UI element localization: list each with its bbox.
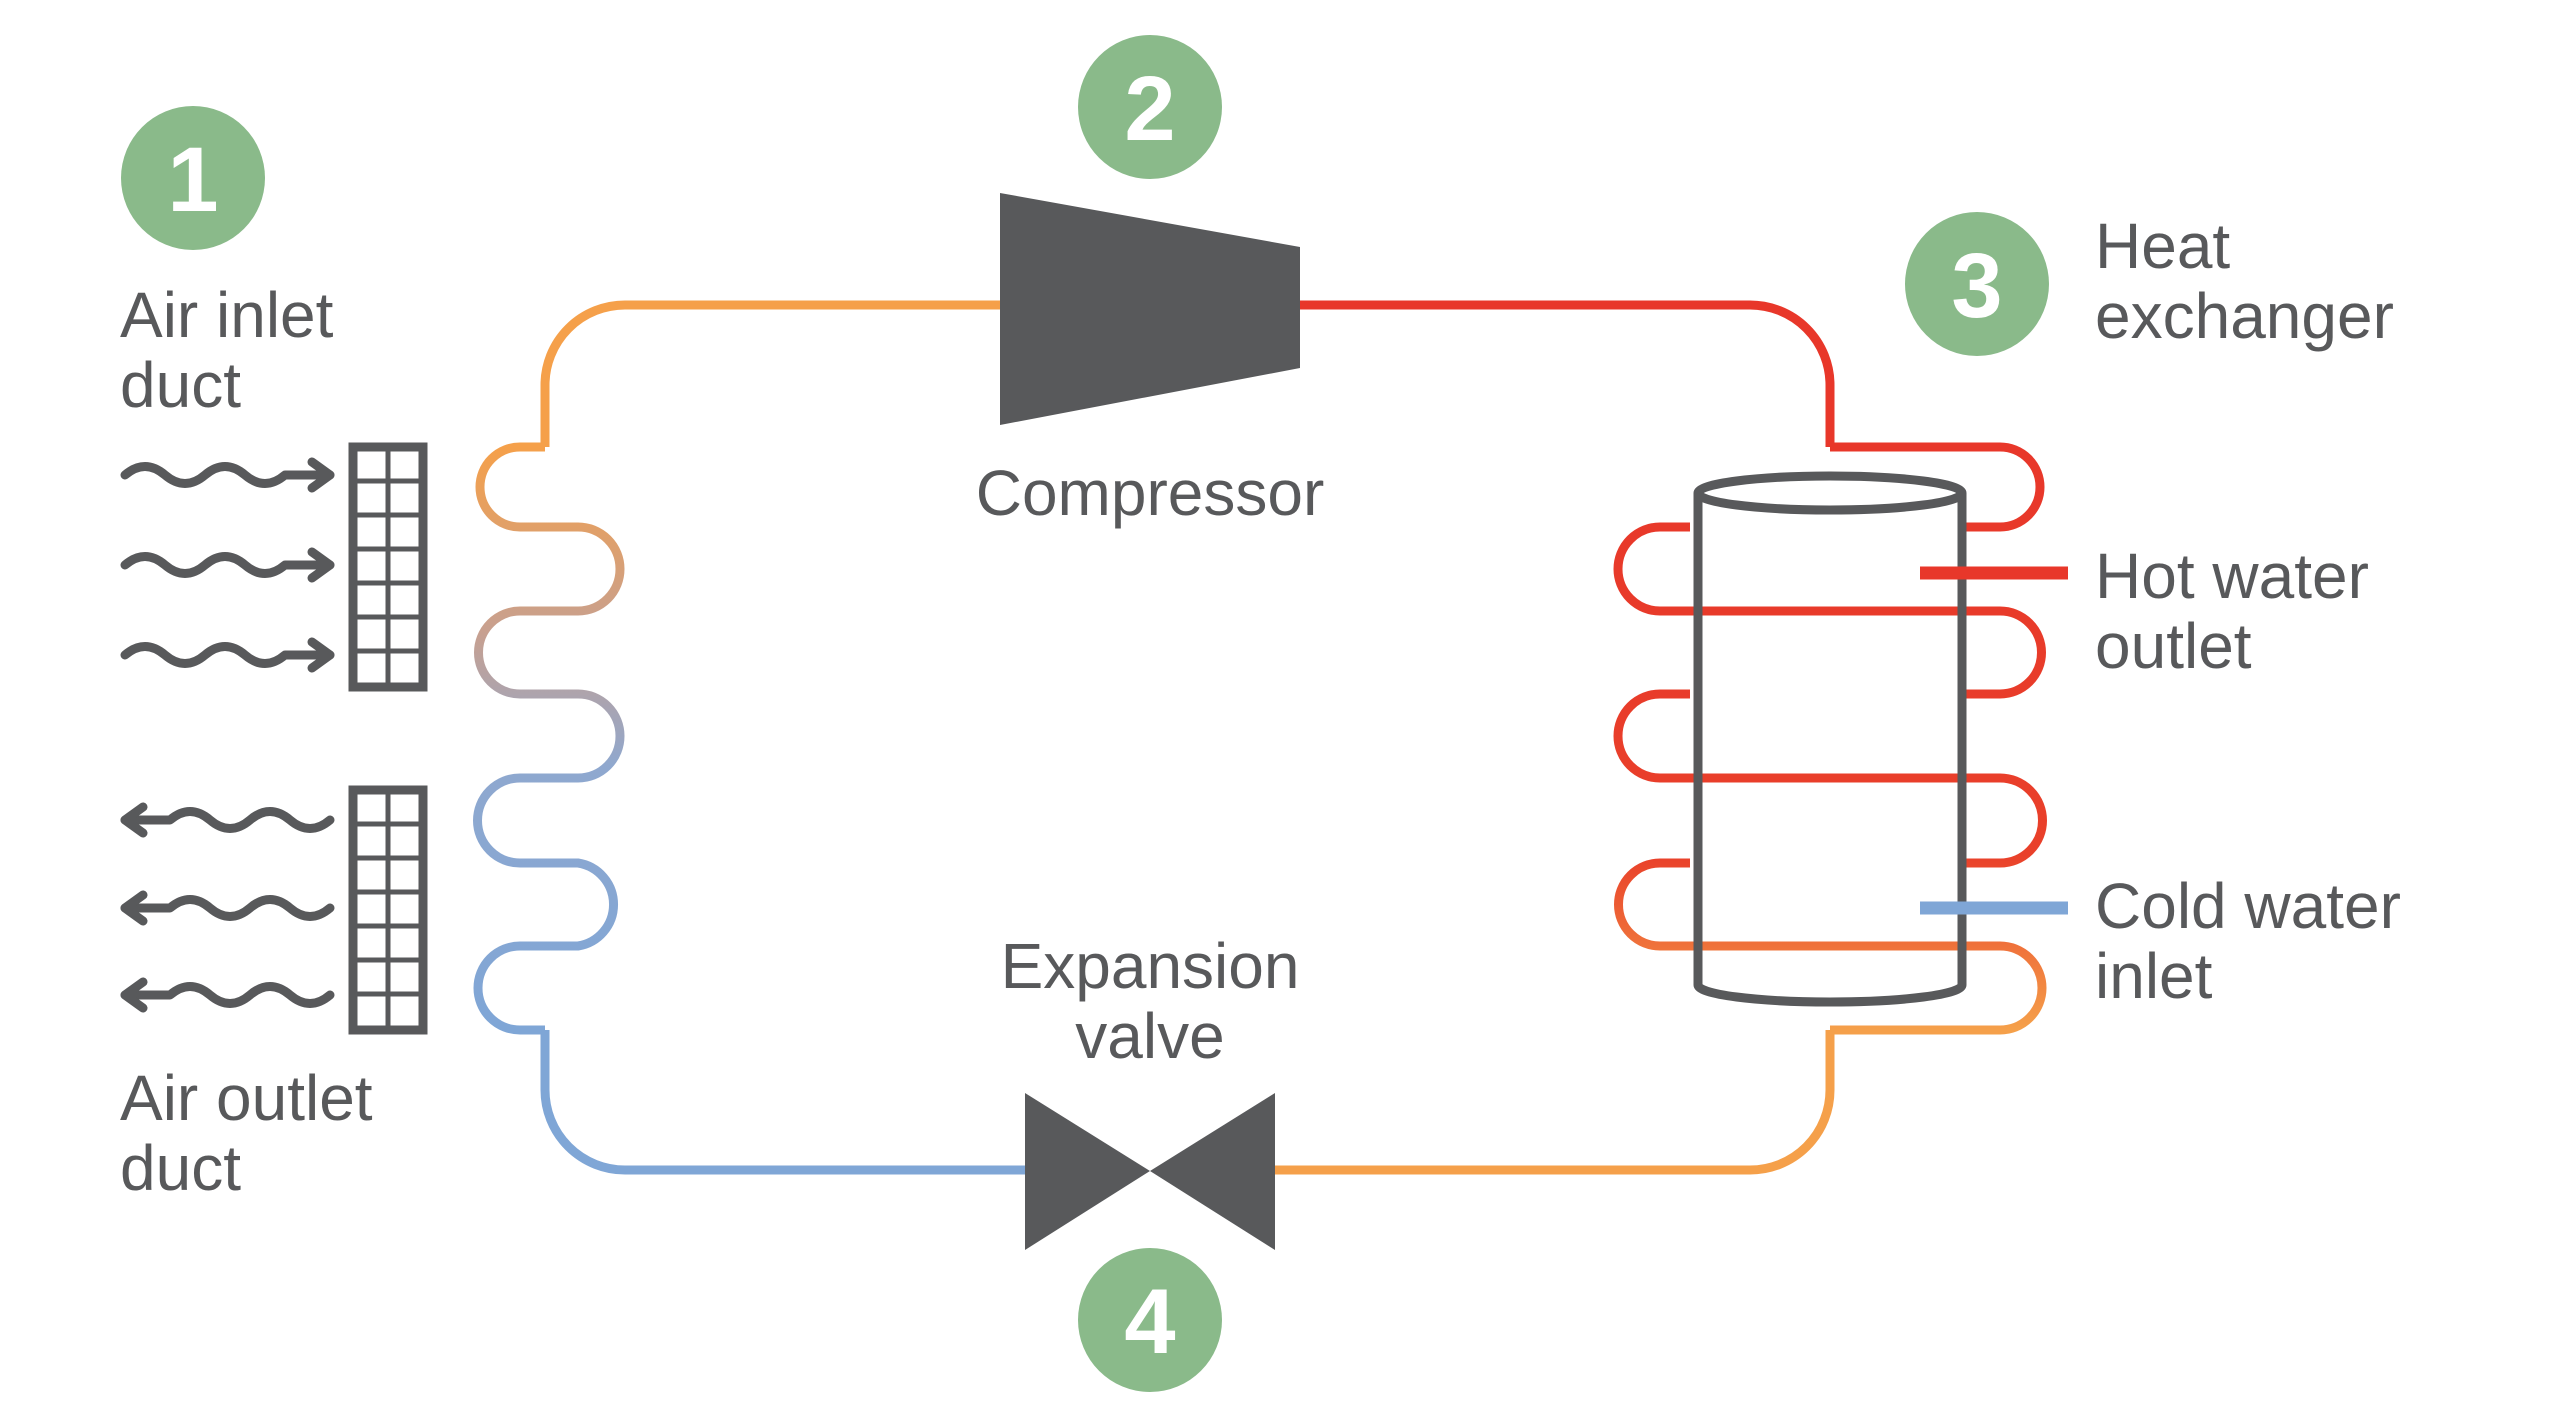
refrigerant-line-top-right (1300, 300, 1835, 447)
step-3-number: 3 (1951, 235, 2002, 337)
hot-water-label-line2: outlet (2095, 610, 2252, 682)
refrigerant-line-top-left (540, 300, 1000, 447)
step-2-number: 2 (1124, 58, 1175, 160)
heat-exchanger-label-line2: exchanger (2095, 280, 2394, 352)
step-1-badge: 1 (121, 106, 265, 250)
air-inlet-label-line1: Air inlet (120, 279, 334, 351)
step-2-badge: 2 (1078, 35, 1222, 179)
air-outlet-label-line1: Air outlet (120, 1062, 373, 1134)
refrigerant-line-bottom-left (540, 1030, 1025, 1175)
expansion-valve-shape (1025, 1093, 1275, 1250)
condenser-coil (1613, 442, 2047, 1035)
refrigerant-line-bottom-right (1275, 1030, 1835, 1175)
compressor-shape (1000, 193, 1300, 425)
cold-water-label-line2: inlet (2095, 940, 2213, 1012)
hot-water-label-line1: Hot water (2095, 540, 2369, 612)
air-inlet-grille (348, 442, 428, 692)
step-4-badge: 4 (1078, 1248, 1222, 1392)
water-tank (1693, 471, 1967, 1007)
evaporator-coil (473, 442, 625, 1035)
step-1-number: 1 (167, 129, 218, 231)
cold-water-label-line1: Cold water (2095, 870, 2401, 942)
air-inlet-arrows (120, 457, 335, 673)
heat-exchanger-label-line1: Heat (2095, 210, 2230, 282)
air-outlet-arrows (120, 802, 335, 1013)
expansion-valve-label-line2: valve (1075, 1000, 1224, 1072)
air-outlet-grille (348, 785, 428, 1035)
step-3-badge: 3 (1905, 212, 2049, 356)
step-4-number: 4 (1124, 1271, 1175, 1373)
air-outlet-label-line2: duct (120, 1132, 241, 1204)
expansion-valve-label-line1: Expansion (1001, 930, 1300, 1002)
air-inlet-label-line2: duct (120, 349, 241, 421)
compressor-label: Compressor (976, 457, 1325, 529)
